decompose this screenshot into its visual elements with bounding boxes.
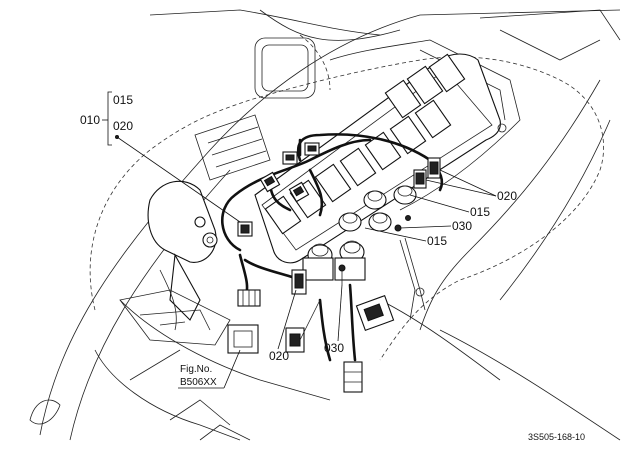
connector bbox=[288, 181, 310, 203]
floor-mat bbox=[194, 114, 271, 181]
knob bbox=[393, 185, 417, 205]
label-020-top: 020 bbox=[113, 119, 133, 133]
bracket-010 bbox=[107, 91, 112, 146]
connector bbox=[413, 169, 427, 189]
connector bbox=[343, 361, 363, 393]
label-020-right: 020 bbox=[497, 189, 517, 203]
knob-base bbox=[302, 257, 334, 281]
connector bbox=[304, 142, 320, 156]
connector bbox=[227, 324, 259, 354]
rear-panel bbox=[254, 37, 316, 99]
screws bbox=[338, 215, 411, 285]
knob-base bbox=[334, 257, 366, 281]
fig-no-label: Fig.No. bbox=[180, 364, 212, 375]
label-015-right: 015 bbox=[470, 205, 490, 219]
label-030-right: 030 bbox=[452, 219, 472, 233]
console-body-outline bbox=[29, 9, 621, 441]
side-bracket bbox=[299, 237, 426, 341]
label-010: 010 bbox=[80, 113, 100, 127]
wire-harness bbox=[220, 133, 444, 362]
shift-boot bbox=[119, 289, 231, 346]
connector bbox=[291, 269, 307, 295]
connectors bbox=[227, 142, 441, 393]
knob bbox=[338, 212, 362, 232]
label-030-bottom: 030 bbox=[324, 341, 344, 355]
label-015-top: 015 bbox=[113, 93, 133, 107]
knob bbox=[363, 190, 387, 210]
label-015-mid: 015 bbox=[427, 234, 447, 248]
control-knobs bbox=[302, 185, 417, 281]
connector bbox=[237, 289, 261, 307]
fig-no-value: B506XX bbox=[180, 377, 217, 388]
label-020-bottom: 020 bbox=[269, 349, 289, 363]
drawing-id: 3S505-168-10 bbox=[528, 432, 585, 442]
connector bbox=[355, 294, 395, 332]
connector bbox=[259, 171, 281, 193]
knob bbox=[368, 212, 392, 232]
connector bbox=[237, 221, 253, 237]
control-lever bbox=[147, 180, 218, 331]
connector bbox=[282, 151, 298, 165]
connector bbox=[285, 327, 305, 353]
connector bbox=[427, 157, 441, 179]
